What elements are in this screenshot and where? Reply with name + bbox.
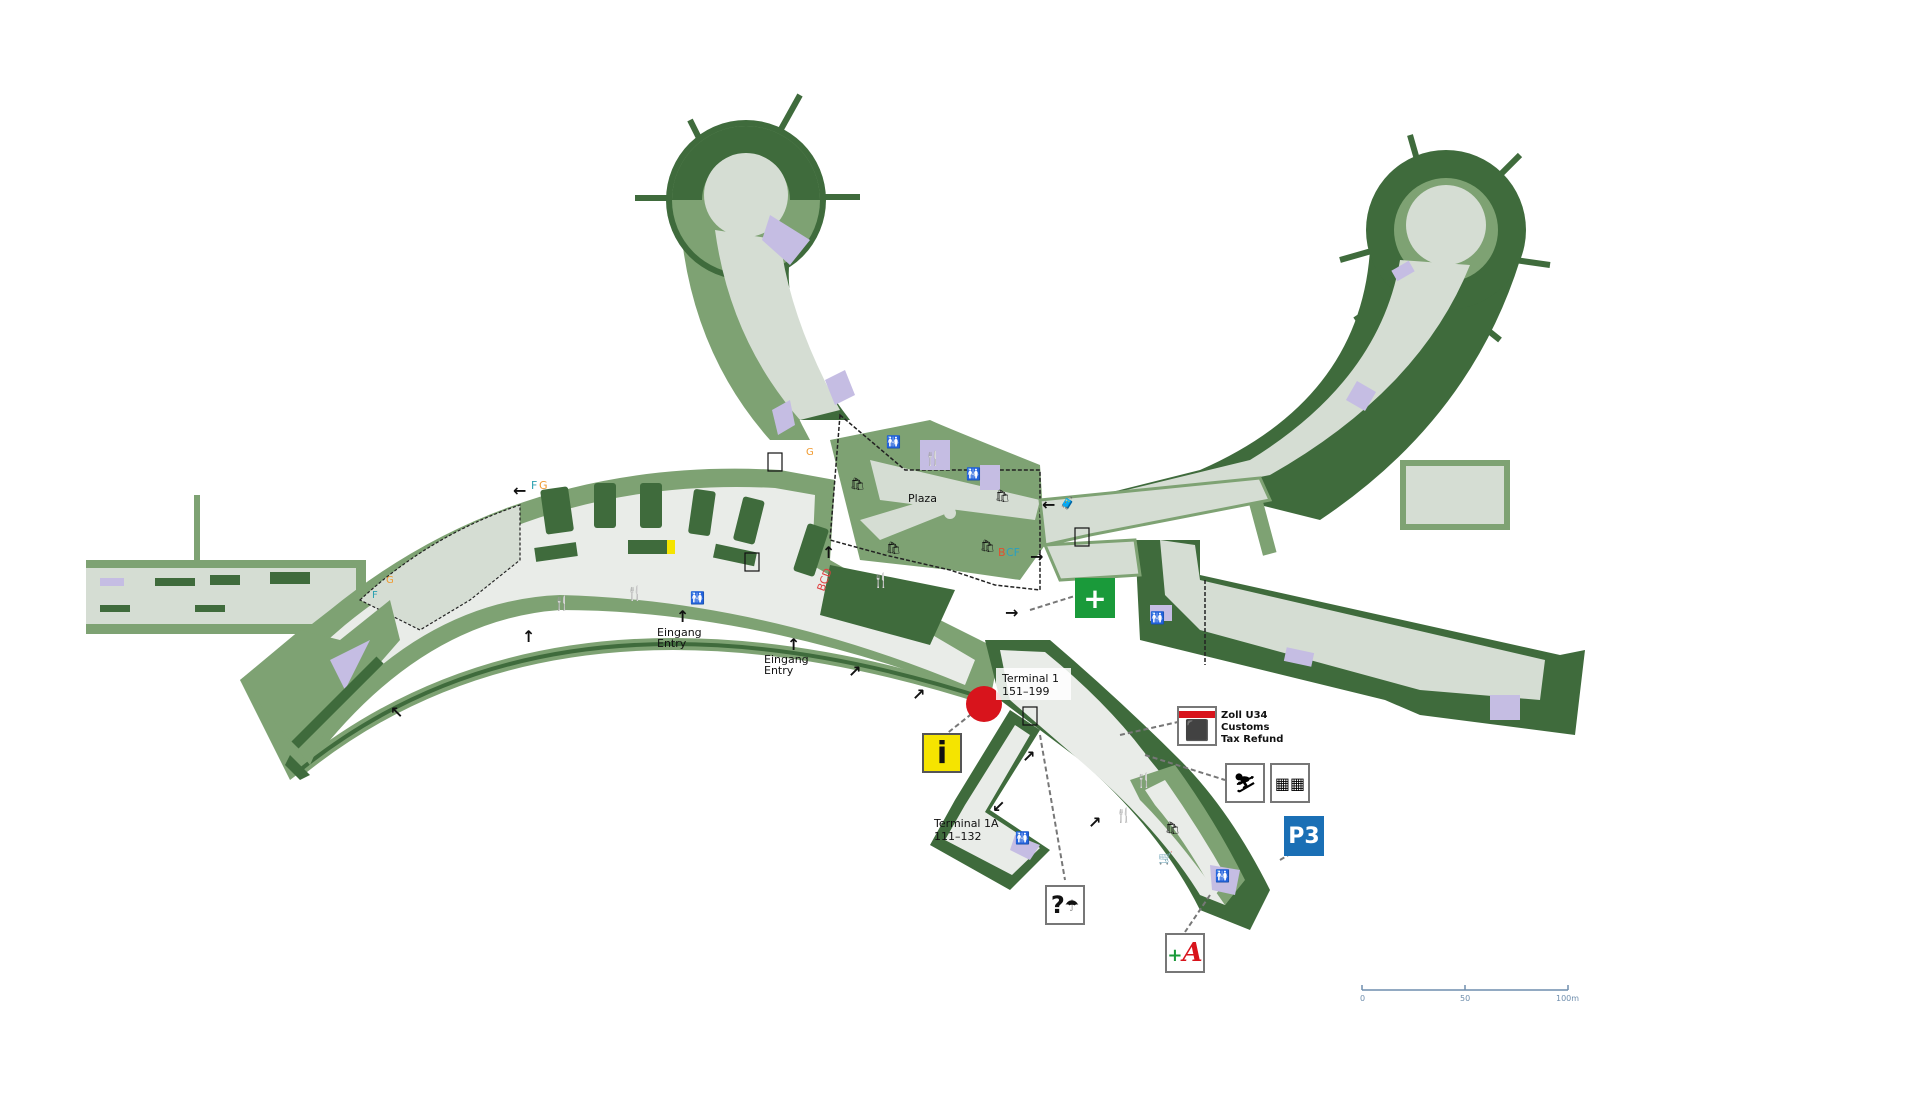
- west-pier: [86, 495, 366, 634]
- pharmacy-icon: +A: [1167, 938, 1203, 968]
- direction-arrows: ← ← → → ↑ ↖ ↑ ↑ ↗ ↗ ↑ ↗ ↙ ↗: [390, 481, 1101, 832]
- scale-tick-label: 0: [1360, 994, 1365, 1003]
- elevator-icon: [1022, 706, 1038, 726]
- scale-tick-label: 100m: [1556, 994, 1579, 1003]
- gate-letter-g: G: [806, 447, 814, 458]
- southeast-arm: [985, 640, 1270, 930]
- entrance-1-de: Eingang: [657, 626, 702, 639]
- main-terminal-hall: [240, 468, 1000, 780]
- restroom-icon: 🚻: [1015, 831, 1030, 845]
- plaza-label: Plaza: [908, 492, 937, 505]
- terminal1-gates: 151–199: [1002, 685, 1050, 698]
- shopping-icon: 🛍: [980, 539, 995, 553]
- arrow-up-icon: ↑: [822, 543, 835, 562]
- restroom-icon: 🚻: [1150, 611, 1165, 625]
- north-pier: [635, 93, 860, 440]
- restaurant-icon: 🍴: [924, 450, 941, 467]
- terminal1a-name: Terminal 1A: [933, 817, 999, 830]
- elevator-icon: [767, 452, 783, 472]
- east-building: [1042, 538, 1585, 735]
- lost-and-found-icon: ?: [1050, 891, 1065, 919]
- restroom-icon: 🚻: [1215, 869, 1230, 883]
- customs-header-bar: [1179, 710, 1215, 718]
- terminal-1a: [930, 710, 1050, 890]
- shopping-icon: 🛍: [1165, 821, 1180, 835]
- scale-tick-label: 50: [1460, 994, 1470, 1003]
- current-location-marker: [966, 686, 1002, 722]
- customs-text: Zoll U34 Customs Tax Refund: [1221, 710, 1283, 746]
- gate-letter-b: B: [998, 546, 1006, 559]
- plaza-area: [820, 413, 1273, 645]
- info-sign[interactable]: i: [922, 733, 962, 773]
- luggage-lockers-icon: ▦▦: [1274, 773, 1306, 793]
- restaurant-icon: 🍴: [872, 572, 889, 589]
- arrow-up-icon: ↑: [787, 635, 800, 654]
- info-icon: i: [936, 735, 948, 771]
- gate-letter-g: G: [539, 479, 548, 492]
- customs-line: Customs: [1221, 722, 1270, 733]
- arrow-up-icon: ↗: [912, 685, 925, 704]
- terminal1a-gates: 111–132: [934, 830, 982, 843]
- customs-line: Zoll U34: [1221, 710, 1268, 721]
- baggage-icon: 🧳: [1060, 496, 1075, 510]
- arrow-up-icon: ↑: [522, 627, 535, 646]
- gate-letters-cf: CF: [1006, 546, 1020, 559]
- restroom-icon: 🚻: [886, 435, 901, 449]
- parking-icon: P3: [1288, 823, 1320, 849]
- restaurant-icon: 🍴: [1115, 807, 1132, 824]
- trolley-icon: 🛒: [1158, 851, 1173, 865]
- arrow-left-icon: ←: [1042, 495, 1055, 514]
- arrow-left-icon: ←: [513, 481, 526, 500]
- arrow-up-icon: ↑: [676, 607, 689, 626]
- arrow-up-icon: ↖: [390, 703, 403, 722]
- elevator-icon: [744, 552, 760, 572]
- umbrella-icon: ☂: [1064, 895, 1080, 915]
- shopping-icon: 🛍: [850, 477, 865, 491]
- entrance-2-de: Eingang: [764, 653, 809, 666]
- arrow-up-icon: ↗: [1088, 813, 1101, 832]
- pharmacy-sign[interactable]: +A: [1165, 933, 1205, 973]
- arrow-right-icon: →: [1030, 547, 1043, 566]
- first-aid-icon: +: [1083, 581, 1107, 615]
- restroom-icon: 🚻: [690, 591, 705, 605]
- lockers-sign[interactable]: ▦▦: [1270, 763, 1310, 803]
- ski-bike-icon: ⛷: [1233, 772, 1257, 794]
- oversize-baggage-sign[interactable]: ⛷: [1225, 763, 1265, 803]
- arrow-down-left-icon: ↙: [992, 797, 1005, 816]
- elevator-icon: [1074, 527, 1090, 547]
- customs-stamp-icon: ⬛: [1184, 717, 1210, 742]
- entrance-1-en: Entry: [657, 637, 687, 650]
- restroom-icon: 🚻: [966, 467, 981, 481]
- arrow-up-icon: ↗: [848, 662, 861, 681]
- restaurant-icon: 🍴: [1135, 772, 1152, 789]
- entrance-2-en: Entry: [764, 664, 794, 677]
- scale-bar: 0 50 100m: [1360, 985, 1579, 1003]
- restaurant-icon: 🍴: [553, 595, 570, 612]
- shopping-icon: 🛍: [886, 541, 901, 555]
- lost-found-sign[interactable]: ?☂: [1045, 885, 1085, 925]
- gate-letter-g: G: [386, 575, 394, 586]
- terminal1-label-bg: [996, 668, 1071, 700]
- arrow-right-icon: →: [1005, 603, 1018, 622]
- gate-letter-f: F: [372, 590, 378, 601]
- first-aid-sign[interactable]: +: [1075, 578, 1115, 618]
- arrow-up-icon: ↗: [1022, 747, 1035, 766]
- customs-line: Tax Refund: [1221, 734, 1284, 745]
- shopping-icon: 🛍: [995, 489, 1010, 503]
- terminal1-name: Terminal 1: [1001, 672, 1059, 685]
- restaurant-icon: 🍴: [626, 585, 643, 602]
- customs-sign[interactable]: ⬛: [1177, 706, 1217, 746]
- northeast-pier: [1080, 134, 1551, 556]
- gate-letter-f: F: [531, 479, 537, 492]
- parking-sign[interactable]: P3: [1284, 816, 1324, 856]
